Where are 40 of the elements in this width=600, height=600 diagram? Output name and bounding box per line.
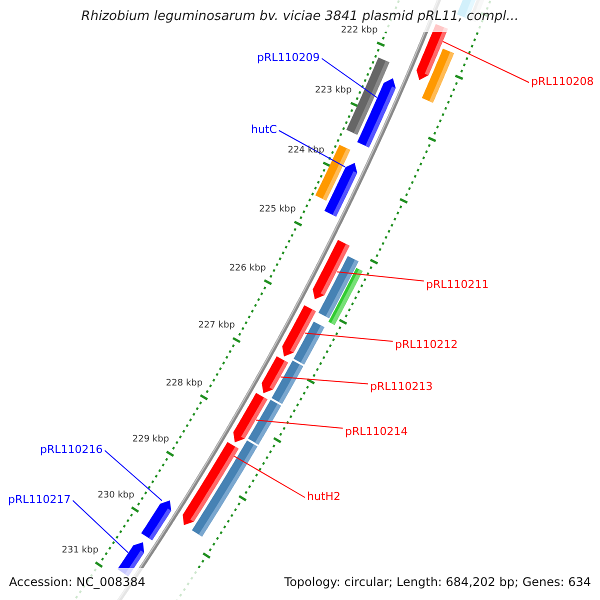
accession-text: Accession: NC_008384 [9, 575, 146, 589]
leader-line [336, 271, 424, 282]
leader-line [72, 500, 129, 554]
leader-line [104, 450, 162, 502]
leader-line [442, 40, 530, 83]
tick-label: 230 kbp [98, 490, 134, 502]
tick-label: 228 kbp [166, 378, 203, 390]
gene-bar [182, 442, 239, 526]
tick-label: 223 kbp [315, 86, 352, 97]
tick-label: 222 kbp [341, 25, 378, 36]
gene-bar [262, 356, 288, 394]
gene-label: pRL110216 [40, 443, 103, 456]
gene-bar [233, 392, 268, 442]
leader-line [304, 332, 394, 342]
genome-info-text: Topology: circular; Length: 684,202 bp; Genes: 634 [284, 575, 591, 589]
gene-bar [282, 305, 316, 356]
gene-label: pRL110211 [426, 278, 489, 291]
map-title: Rhizobium leguminosarum bv. viciae 3841 plasmid pRL11, compl... [81, 9, 519, 24]
tick-label: 225 kbp [259, 204, 296, 216]
tick-label: 231 kbp [62, 545, 98, 556]
gene-label: pRL110214 [345, 425, 408, 438]
tick-label: 229 kbp [132, 434, 170, 446]
gene-bar [357, 78, 396, 148]
gene-label: pRL110208 [531, 75, 594, 88]
gene-label: pRL110209 [257, 51, 320, 64]
tick-label: 227 kbp [198, 320, 235, 332]
leader-line [321, 58, 378, 98]
gene-label: pRL110217 [8, 493, 71, 506]
leader-line [234, 456, 306, 498]
gene-label: pRL110212 [395, 338, 458, 351]
leader-line [278, 130, 346, 168]
gene-label: hutH2 [307, 490, 341, 503]
gene-bar [324, 162, 358, 217]
gene-label: pRL110213 [370, 380, 433, 393]
tick-label: 226 kbp [229, 263, 266, 274]
gene-label: hutC [251, 123, 277, 136]
gene-bar [141, 500, 172, 540]
leader-line [256, 420, 344, 429]
leader-line [280, 376, 368, 384]
gene-bar [312, 240, 350, 300]
